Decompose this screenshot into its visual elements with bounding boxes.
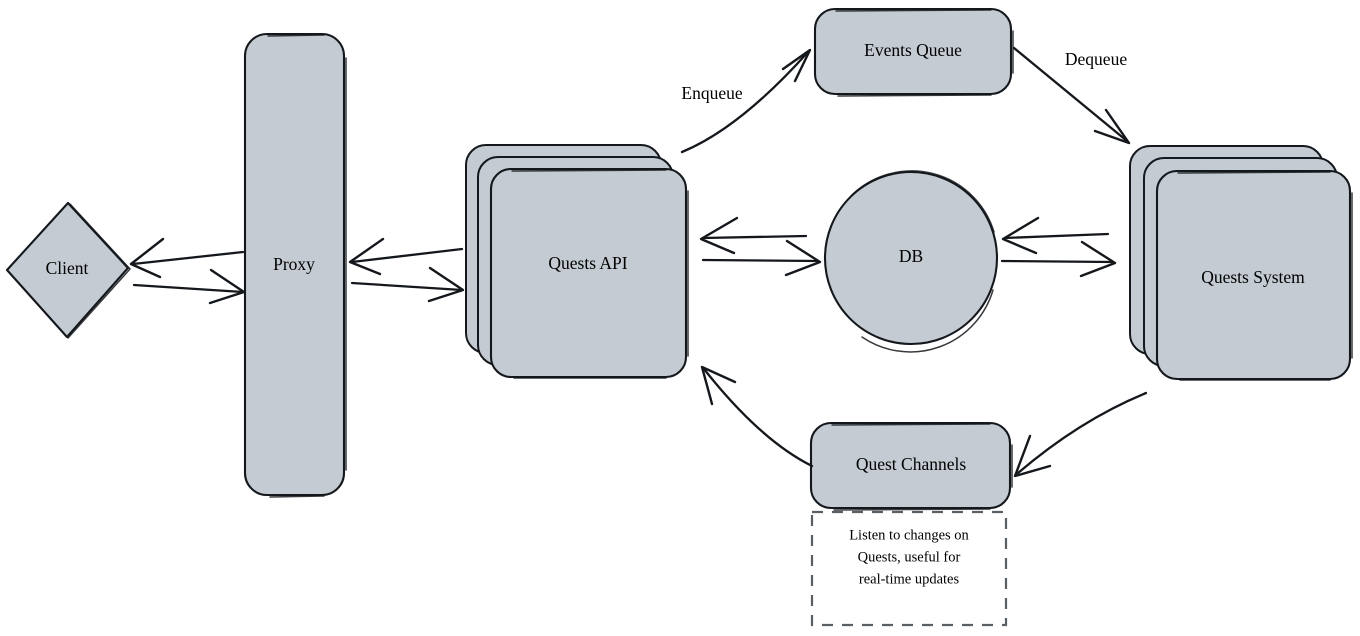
db-shape bbox=[823, 170, 999, 346]
edge-quest-channels-quests-api bbox=[700, 365, 814, 468]
node-client[interactable]: Client bbox=[5, 201, 132, 339]
edge-proxy-to-api-head bbox=[427, 266, 465, 303]
edge-client-to-proxy-head bbox=[208, 268, 246, 305]
edge-proxy-to-client-head bbox=[129, 237, 165, 279]
edge-system-to-db-head bbox=[1001, 216, 1040, 255]
edge-db-to-api-head bbox=[699, 216, 739, 255]
events-queue-sketch-overlay bbox=[835, 9, 1014, 97]
edge-api-to-proxy-line bbox=[350, 247, 464, 264]
node-quests-system[interactable]: Quests System bbox=[1129, 145, 1353, 381]
edge-system-to-db-line bbox=[1003, 232, 1110, 240]
note-line-3: real-time updates bbox=[859, 571, 960, 587]
edge-client-to-proxy-line bbox=[132, 283, 245, 294]
edge-channels-to-api-line bbox=[702, 367, 814, 468]
note-line-2: Quests, useful for bbox=[858, 549, 961, 565]
edge-channels-to-api-head bbox=[700, 365, 737, 406]
quests-system-label: Quests System bbox=[1201, 267, 1305, 287]
quest-channels-label: Quest Channels bbox=[856, 454, 967, 474]
quests-api-sketch-overlay bbox=[511, 169, 689, 379]
node-db[interactable]: DB bbox=[823, 170, 999, 353]
edge-system-to-channels-head bbox=[1013, 434, 1052, 478]
events-queue-shape bbox=[813, 7, 1013, 96]
edge-dequeue-label: Dequeue bbox=[1065, 49, 1127, 69]
db-label: DB bbox=[899, 246, 923, 266]
edge-dequeue-head bbox=[1093, 108, 1131, 145]
edge-db-to-api-line bbox=[701, 234, 808, 240]
quests-api-label: Quests API bbox=[548, 253, 627, 273]
quest-channels-sketch-overlay bbox=[831, 423, 1013, 511]
quests-system-card-front bbox=[1155, 169, 1352, 381]
node-proxy[interactable]: Proxy bbox=[243, 32, 347, 498]
db-sketch-overlay-top bbox=[850, 170, 995, 233]
client-label: Client bbox=[46, 258, 89, 278]
node-quests-api[interactable]: Quests API bbox=[465, 144, 689, 379]
edge-api-to-proxy-head bbox=[348, 237, 385, 276]
edge-db-to-system-head bbox=[1079, 240, 1117, 278]
edge-db-quests-system bbox=[1000, 216, 1117, 278]
quest-channels-note: Listen to changes on Quests, useful for … bbox=[810, 510, 1008, 627]
edge-db-to-system-line bbox=[1000, 259, 1115, 264]
edge-enqueue: Enqueue bbox=[680, 48, 812, 154]
node-events-queue[interactable]: Events Queue bbox=[813, 7, 1014, 97]
edge-quests-api-db bbox=[699, 216, 822, 277]
edge-quests-system-quest-channels bbox=[1013, 391, 1148, 478]
proxy-shape bbox=[243, 32, 346, 497]
quests-api-card-front bbox=[489, 167, 688, 379]
edge-proxy-to-client-line bbox=[131, 250, 245, 266]
note-line-1: Listen to changes on bbox=[849, 527, 969, 543]
edge-dequeue: Dequeue bbox=[1012, 46, 1131, 145]
edge-system-to-channels-line bbox=[1016, 391, 1148, 475]
node-quest-channels[interactable]: Quest Channels bbox=[809, 421, 1013, 511]
client-diamond-shape bbox=[5, 201, 130, 339]
edge-api-to-db-line bbox=[701, 258, 820, 263]
edge-enqueue-line bbox=[680, 50, 810, 154]
events-queue-label: Events Queue bbox=[864, 40, 962, 60]
db-sketch-overlay-bottom bbox=[861, 289, 994, 353]
edge-enqueue-head bbox=[781, 48, 812, 83]
edge-api-to-db-head bbox=[784, 239, 822, 277]
edge-proxy-to-api-line bbox=[350, 281, 464, 292]
note-dashed-border bbox=[810, 510, 1008, 627]
proxy-label: Proxy bbox=[273, 254, 315, 274]
edge-proxy-quests-api bbox=[348, 237, 465, 303]
proxy-sketch-overlay bbox=[267, 34, 347, 498]
edge-enqueue-label: Enqueue bbox=[681, 83, 742, 103]
edge-client-proxy bbox=[129, 237, 246, 305]
quests-system-sketch-overlay bbox=[1177, 171, 1353, 381]
client-sketch-overlay bbox=[67, 203, 132, 339]
edge-dequeue-line bbox=[1012, 46, 1129, 143]
